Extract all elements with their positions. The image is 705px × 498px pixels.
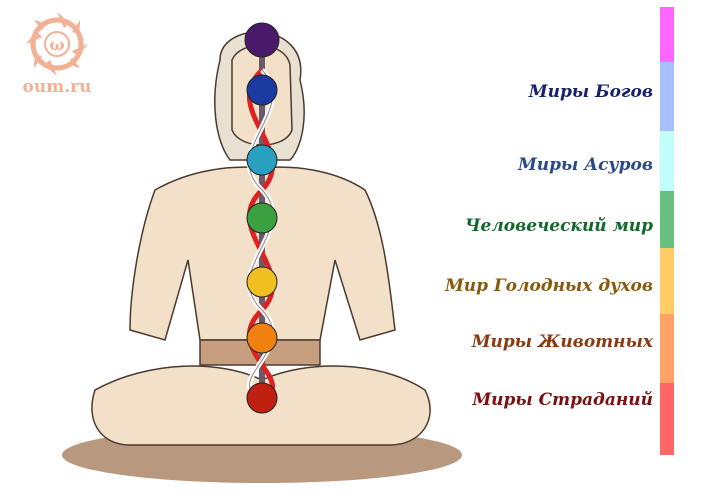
chakra-icon <box>246 382 278 414</box>
world-label: Человеческий мир <box>465 216 653 236</box>
world-label: Мир Голодных духов <box>444 276 653 296</box>
chakra-icon <box>246 266 278 298</box>
chakras <box>244 22 280 414</box>
lotus-om-logo-icon: ω <box>26 12 88 76</box>
color-bar-segment <box>660 191 674 248</box>
world-label: Миры Богов <box>528 82 653 102</box>
chakra-icon <box>246 202 278 234</box>
oum-logo[interactable]: ω oum.ru <box>22 10 92 100</box>
color-bar-segment <box>660 383 674 455</box>
color-bar-segment <box>660 314 674 383</box>
color-bar-segment <box>660 62 674 131</box>
color-bar-segment <box>660 131 674 191</box>
chakra-icon <box>244 22 280 58</box>
chakra-icon <box>246 144 278 176</box>
svg-text:ω: ω <box>49 35 64 54</box>
world-label: Миры Животных <box>471 332 653 352</box>
chakra-icon <box>246 322 278 354</box>
world-label: Миры Асуров <box>517 155 653 175</box>
color-bar-segment <box>660 248 674 314</box>
chakra-icon <box>246 74 278 106</box>
logo-text: oum.ru <box>22 77 92 97</box>
world-label: Миры Страданий <box>472 390 653 410</box>
color-bar-segment <box>660 7 674 62</box>
